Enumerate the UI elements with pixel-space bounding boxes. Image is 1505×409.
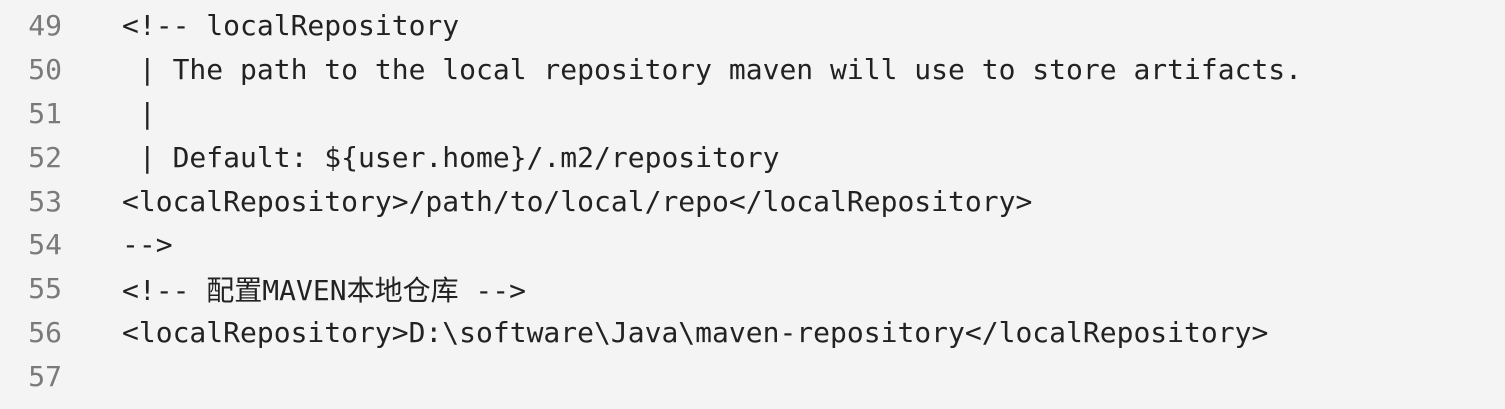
code-line: 56 <localRepository>D:\software\Java\mav… [0,311,1505,355]
line-number: 51 [28,96,62,130]
code-text[interactable]: <localRepository>D:\software\Java\maven-… [122,315,1269,349]
code-text[interactable]: <!-- 配置MAVEN本地仓库 --> [122,273,527,307]
code-line: 55 <!-- 配置MAVEN本地仓库 --> [0,267,1505,311]
code-text[interactable]: | The path to the local repository maven… [122,53,1303,87]
code-line: 53 <localRepository>/path/to/local/repo<… [0,179,1505,223]
line-number: 57 [28,359,62,393]
code-line: 49 <!-- localRepository [0,4,1505,48]
line-number: 50 [28,53,62,87]
line-number: 52 [28,140,62,174]
code-line: 52 | Default: ${user.home}/.m2/repositor… [0,135,1505,179]
line-number: 56 [28,315,62,349]
line-number: 55 [28,272,62,306]
code-text[interactable]: --> [122,228,173,262]
line-number: 54 [28,228,62,262]
code-text[interactable]: | Default: ${user.home}/.m2/repository [122,140,780,174]
code-line: 50 | The path to the local repository ma… [0,48,1505,92]
code-line: 51 | [0,92,1505,136]
line-number: 49 [28,9,62,43]
line-number: 53 [28,184,62,218]
code-text[interactable]: <localRepository>/path/to/local/repo</lo… [122,184,1033,218]
code-line: 54 --> [0,223,1505,267]
code-text[interactable]: <!-- localRepository [122,9,460,43]
code-text[interactable]: | [122,96,156,130]
code-line: 57 [0,354,1505,398]
